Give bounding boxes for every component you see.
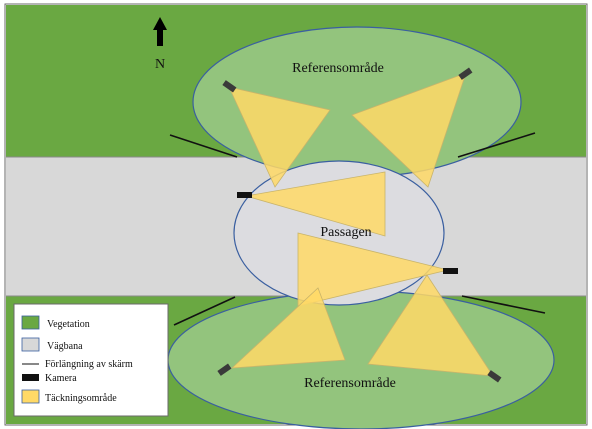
legend-swatch-coverage xyxy=(21,389,40,404)
legend-label-coverage: Täckningsområde xyxy=(45,393,117,404)
legend-label-screen-line: Förlängning av skärm xyxy=(45,359,133,370)
coverage-area xyxy=(297,232,449,307)
screen-extension-line xyxy=(169,134,238,158)
legend-label-camera: Kamera xyxy=(45,373,77,384)
reference-area-bottom-label: Referensområde xyxy=(304,376,396,391)
passage-label: Passagen xyxy=(320,225,371,240)
coverage-area xyxy=(351,72,467,188)
camera-icon xyxy=(458,67,473,80)
screen-extension-line xyxy=(457,132,536,158)
legend-swatch-camera xyxy=(22,374,39,381)
legend: Vegetation Vägbana Förlängning av skärm … xyxy=(13,303,169,417)
screen-extension-line xyxy=(173,296,236,326)
north-arrow-icon xyxy=(153,17,167,46)
camera-icon xyxy=(487,370,502,383)
coverage-area xyxy=(230,287,346,369)
legend-label-vegetation: Vegetation xyxy=(47,319,90,330)
reference-area-bottom xyxy=(167,290,555,429)
camera-icon xyxy=(217,363,232,376)
camera-icon xyxy=(237,192,252,198)
screen-extension-line xyxy=(461,295,546,314)
north-label: N xyxy=(155,57,165,72)
camera-icon xyxy=(222,80,237,93)
legend-label-road: Vägbana xyxy=(47,341,83,352)
legend-swatch-vegetation xyxy=(21,315,40,330)
reference-area-top-label: Referensområde xyxy=(292,61,384,76)
coverage-area xyxy=(367,274,494,377)
legend-box xyxy=(13,303,169,417)
coverage-area xyxy=(245,171,386,237)
camera-icon xyxy=(443,268,458,274)
coverage-area xyxy=(228,86,331,188)
legend-swatch-road xyxy=(21,337,40,352)
